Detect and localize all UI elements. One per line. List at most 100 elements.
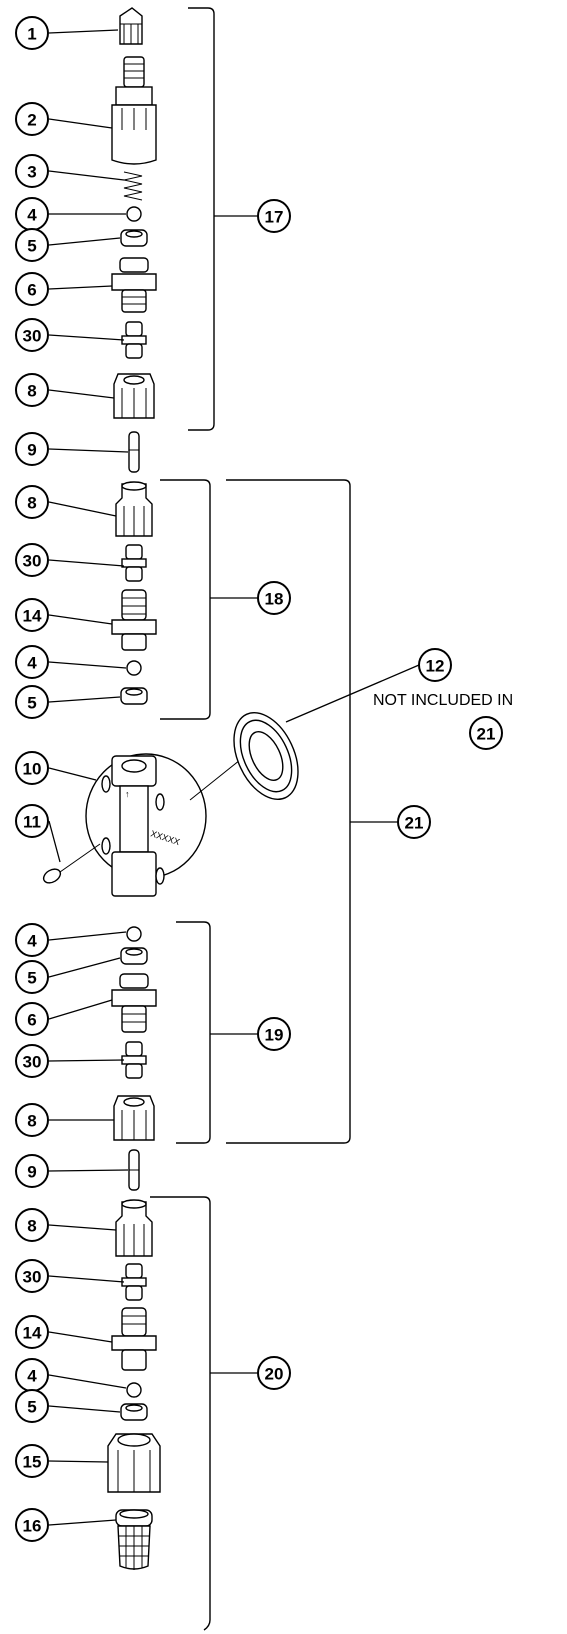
part-9-tubing xyxy=(128,431,140,473)
callout-6: 6 xyxy=(15,1002,49,1036)
svg-text:14: 14 xyxy=(23,1324,42,1343)
svg-text:30: 30 xyxy=(23,1053,42,1072)
callout-14: 14 xyxy=(15,598,49,632)
part-9-tubing xyxy=(128,1149,140,1191)
part-14-fitting xyxy=(111,1307,157,1371)
bracket-assembly-21 xyxy=(226,479,351,1144)
part-6-valve-body xyxy=(111,257,157,313)
callout-1: 1 xyxy=(15,16,49,50)
callout-5: 5 xyxy=(15,685,49,719)
callout-9: 9 xyxy=(15,1154,49,1188)
part-5-seat xyxy=(120,687,148,705)
callout-8: 8 xyxy=(15,1103,49,1137)
bracket-assembly-17 xyxy=(188,7,215,431)
callout-8: 8 xyxy=(15,373,49,407)
callout-12: 12 xyxy=(418,648,452,682)
svg-text:5: 5 xyxy=(27,969,36,988)
svg-text:8: 8 xyxy=(27,494,36,513)
callout-4: 4 xyxy=(15,1358,49,1392)
callout-16: 16 xyxy=(15,1508,49,1542)
svg-text:2: 2 xyxy=(27,111,36,130)
bracket-assembly-20 xyxy=(150,1196,211,1631)
callout-4: 4 xyxy=(15,923,49,957)
callout-30: 30 xyxy=(15,1044,49,1078)
part-2-housing xyxy=(111,56,157,165)
part-12-diaphragm xyxy=(189,711,299,801)
part-5-seat xyxy=(120,229,148,247)
callout-2: 2 xyxy=(15,102,49,136)
svg-text:30: 30 xyxy=(23,327,42,346)
part-16-strainer xyxy=(115,1509,153,1570)
svg-text:10: 10 xyxy=(23,760,42,779)
svg-text:5: 5 xyxy=(27,694,36,713)
callout-30: 30 xyxy=(15,543,49,577)
svg-text:16: 16 xyxy=(23,1517,42,1536)
callout-11: 11 xyxy=(15,804,49,838)
callout-20: 20 xyxy=(257,1356,291,1390)
part-30-insert xyxy=(121,544,147,582)
svg-text:4: 4 xyxy=(27,932,37,951)
svg-text:8: 8 xyxy=(27,1217,36,1236)
bracket-assembly-18 xyxy=(160,479,211,720)
part-8-coupling-nut xyxy=(115,1199,153,1257)
svg-text:1: 1 xyxy=(27,25,36,44)
part-14-fitting xyxy=(111,589,157,651)
part-4-ball xyxy=(126,660,142,676)
svg-text:6: 6 xyxy=(27,1011,36,1030)
part-8-coupling-nut xyxy=(113,373,155,419)
callout-15: 15 xyxy=(15,1444,49,1478)
part-30-insert xyxy=(121,1263,147,1301)
part-4-ball xyxy=(126,206,142,222)
svg-text:9: 9 xyxy=(27,441,36,460)
svg-text:17: 17 xyxy=(265,208,284,227)
svg-text:11: 11 xyxy=(23,813,41,832)
part-6-valve-body xyxy=(111,973,157,1033)
callout-5: 5 xyxy=(15,960,49,994)
callout-21-note: 21 xyxy=(469,716,503,750)
svg-text:4: 4 xyxy=(27,206,37,225)
svg-text:6: 6 xyxy=(27,281,36,300)
svg-text:30: 30 xyxy=(23,552,42,571)
callout-3: 3 xyxy=(15,154,49,188)
svg-text:4: 4 xyxy=(27,654,37,673)
callout-10: 10 xyxy=(15,751,49,785)
svg-text:4: 4 xyxy=(27,1367,37,1386)
svg-text:12: 12 xyxy=(426,657,445,676)
callout-4: 4 xyxy=(15,197,49,231)
callout-17: 17 xyxy=(257,199,291,233)
part-30-insert xyxy=(121,321,147,359)
svg-text:9: 9 xyxy=(27,1163,36,1182)
part-4-ball xyxy=(126,1382,142,1398)
part-10-pump-head: ↑ XXXXX xyxy=(85,753,207,897)
part-5-seat xyxy=(120,1403,148,1421)
note-not-included: NOT INCLUDED IN xyxy=(373,692,513,709)
callout-9: 9 xyxy=(15,432,49,466)
svg-text:8: 8 xyxy=(27,382,36,401)
svg-text:5: 5 xyxy=(27,1398,36,1417)
part-15-nut xyxy=(107,1433,161,1493)
callout-4: 4 xyxy=(15,645,49,679)
svg-text:5: 5 xyxy=(27,237,36,256)
part-1-cap xyxy=(119,7,143,45)
part-3-spring xyxy=(123,171,143,201)
svg-text:3: 3 xyxy=(27,163,36,182)
part-4-ball xyxy=(126,926,142,942)
bracket-assembly-19 xyxy=(176,921,211,1144)
callout-30: 30 xyxy=(15,318,49,352)
part-11-screw xyxy=(42,843,101,884)
svg-text:18: 18 xyxy=(265,590,284,609)
callout-5: 5 xyxy=(15,1389,49,1423)
part-30-insert xyxy=(121,1041,147,1079)
callout-21: 21 xyxy=(397,805,431,839)
part-8-coupling-nut xyxy=(115,481,153,537)
part-5-seat xyxy=(120,947,148,965)
svg-text:21: 21 xyxy=(477,725,496,744)
callout-14: 14 xyxy=(15,1315,49,1349)
svg-text:19: 19 xyxy=(265,1026,284,1045)
svg-text:20: 20 xyxy=(265,1365,284,1384)
flow-arrow: ↑ xyxy=(125,789,130,799)
callout-19: 19 xyxy=(257,1017,291,1051)
svg-text:30: 30 xyxy=(23,1268,42,1287)
part-8-coupling-nut xyxy=(113,1095,155,1141)
